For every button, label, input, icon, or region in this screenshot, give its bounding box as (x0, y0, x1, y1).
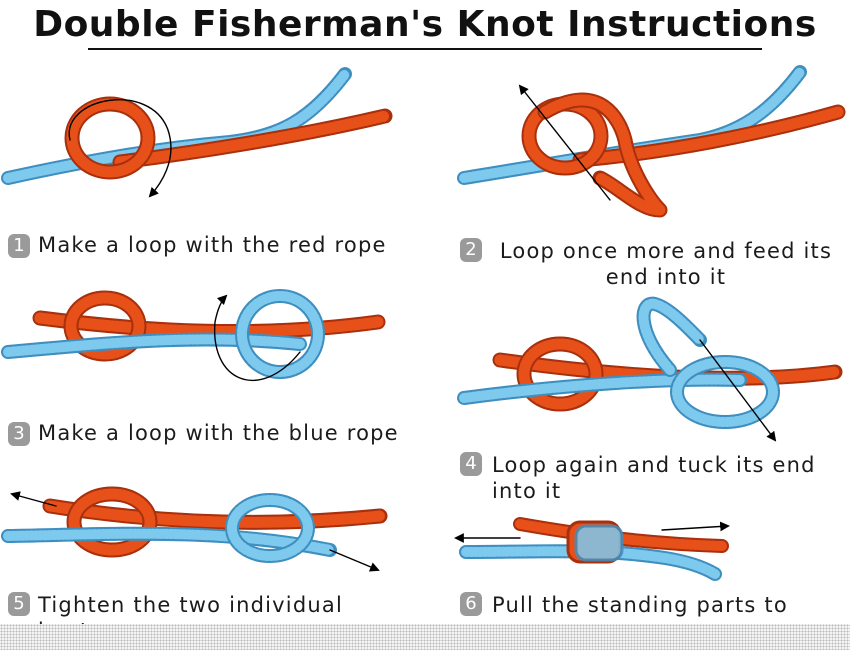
step-2-number: 2 (460, 238, 482, 262)
step-4-text: Loop again and tuck its end into it (492, 452, 840, 504)
step-2-illustration (450, 60, 850, 230)
step-4-caption: 4 Loop again and tuck its end into it (460, 452, 840, 504)
step-3-caption: 3 Make a loop with the blue rope (8, 420, 399, 446)
step-3-illustration (0, 282, 420, 402)
title-underline (88, 48, 762, 50)
page-title: Double Fisherman's Knot Instructions (0, 4, 850, 45)
step-2-text: Loop once more and feed its end into it (492, 238, 840, 290)
step-4-illustration (450, 290, 850, 450)
bottom-dotted-overlay (0, 624, 850, 650)
step-3-number: 3 (8, 422, 30, 446)
step-4-number: 4 (460, 452, 482, 476)
step-6-caption: 6 Pull the standing parts to (460, 592, 840, 618)
step-5-number: 5 (8, 592, 30, 616)
step-6-number: 6 (460, 592, 482, 616)
step-1-illustration (0, 60, 420, 210)
step-6-text: Pull the standing parts to (492, 592, 840, 618)
step-1-caption: 1 Make a loop with the red rope (8, 232, 387, 258)
step-6-illustration (450, 508, 850, 598)
step-3-text: Make a loop with the blue rope (38, 421, 399, 445)
step-2-caption: 2 Loop once more and feed its end into it (460, 238, 840, 290)
step-1-text: Make a loop with the red rope (38, 233, 387, 257)
step-5-illustration (0, 476, 420, 586)
step-1-number: 1 (8, 234, 30, 258)
